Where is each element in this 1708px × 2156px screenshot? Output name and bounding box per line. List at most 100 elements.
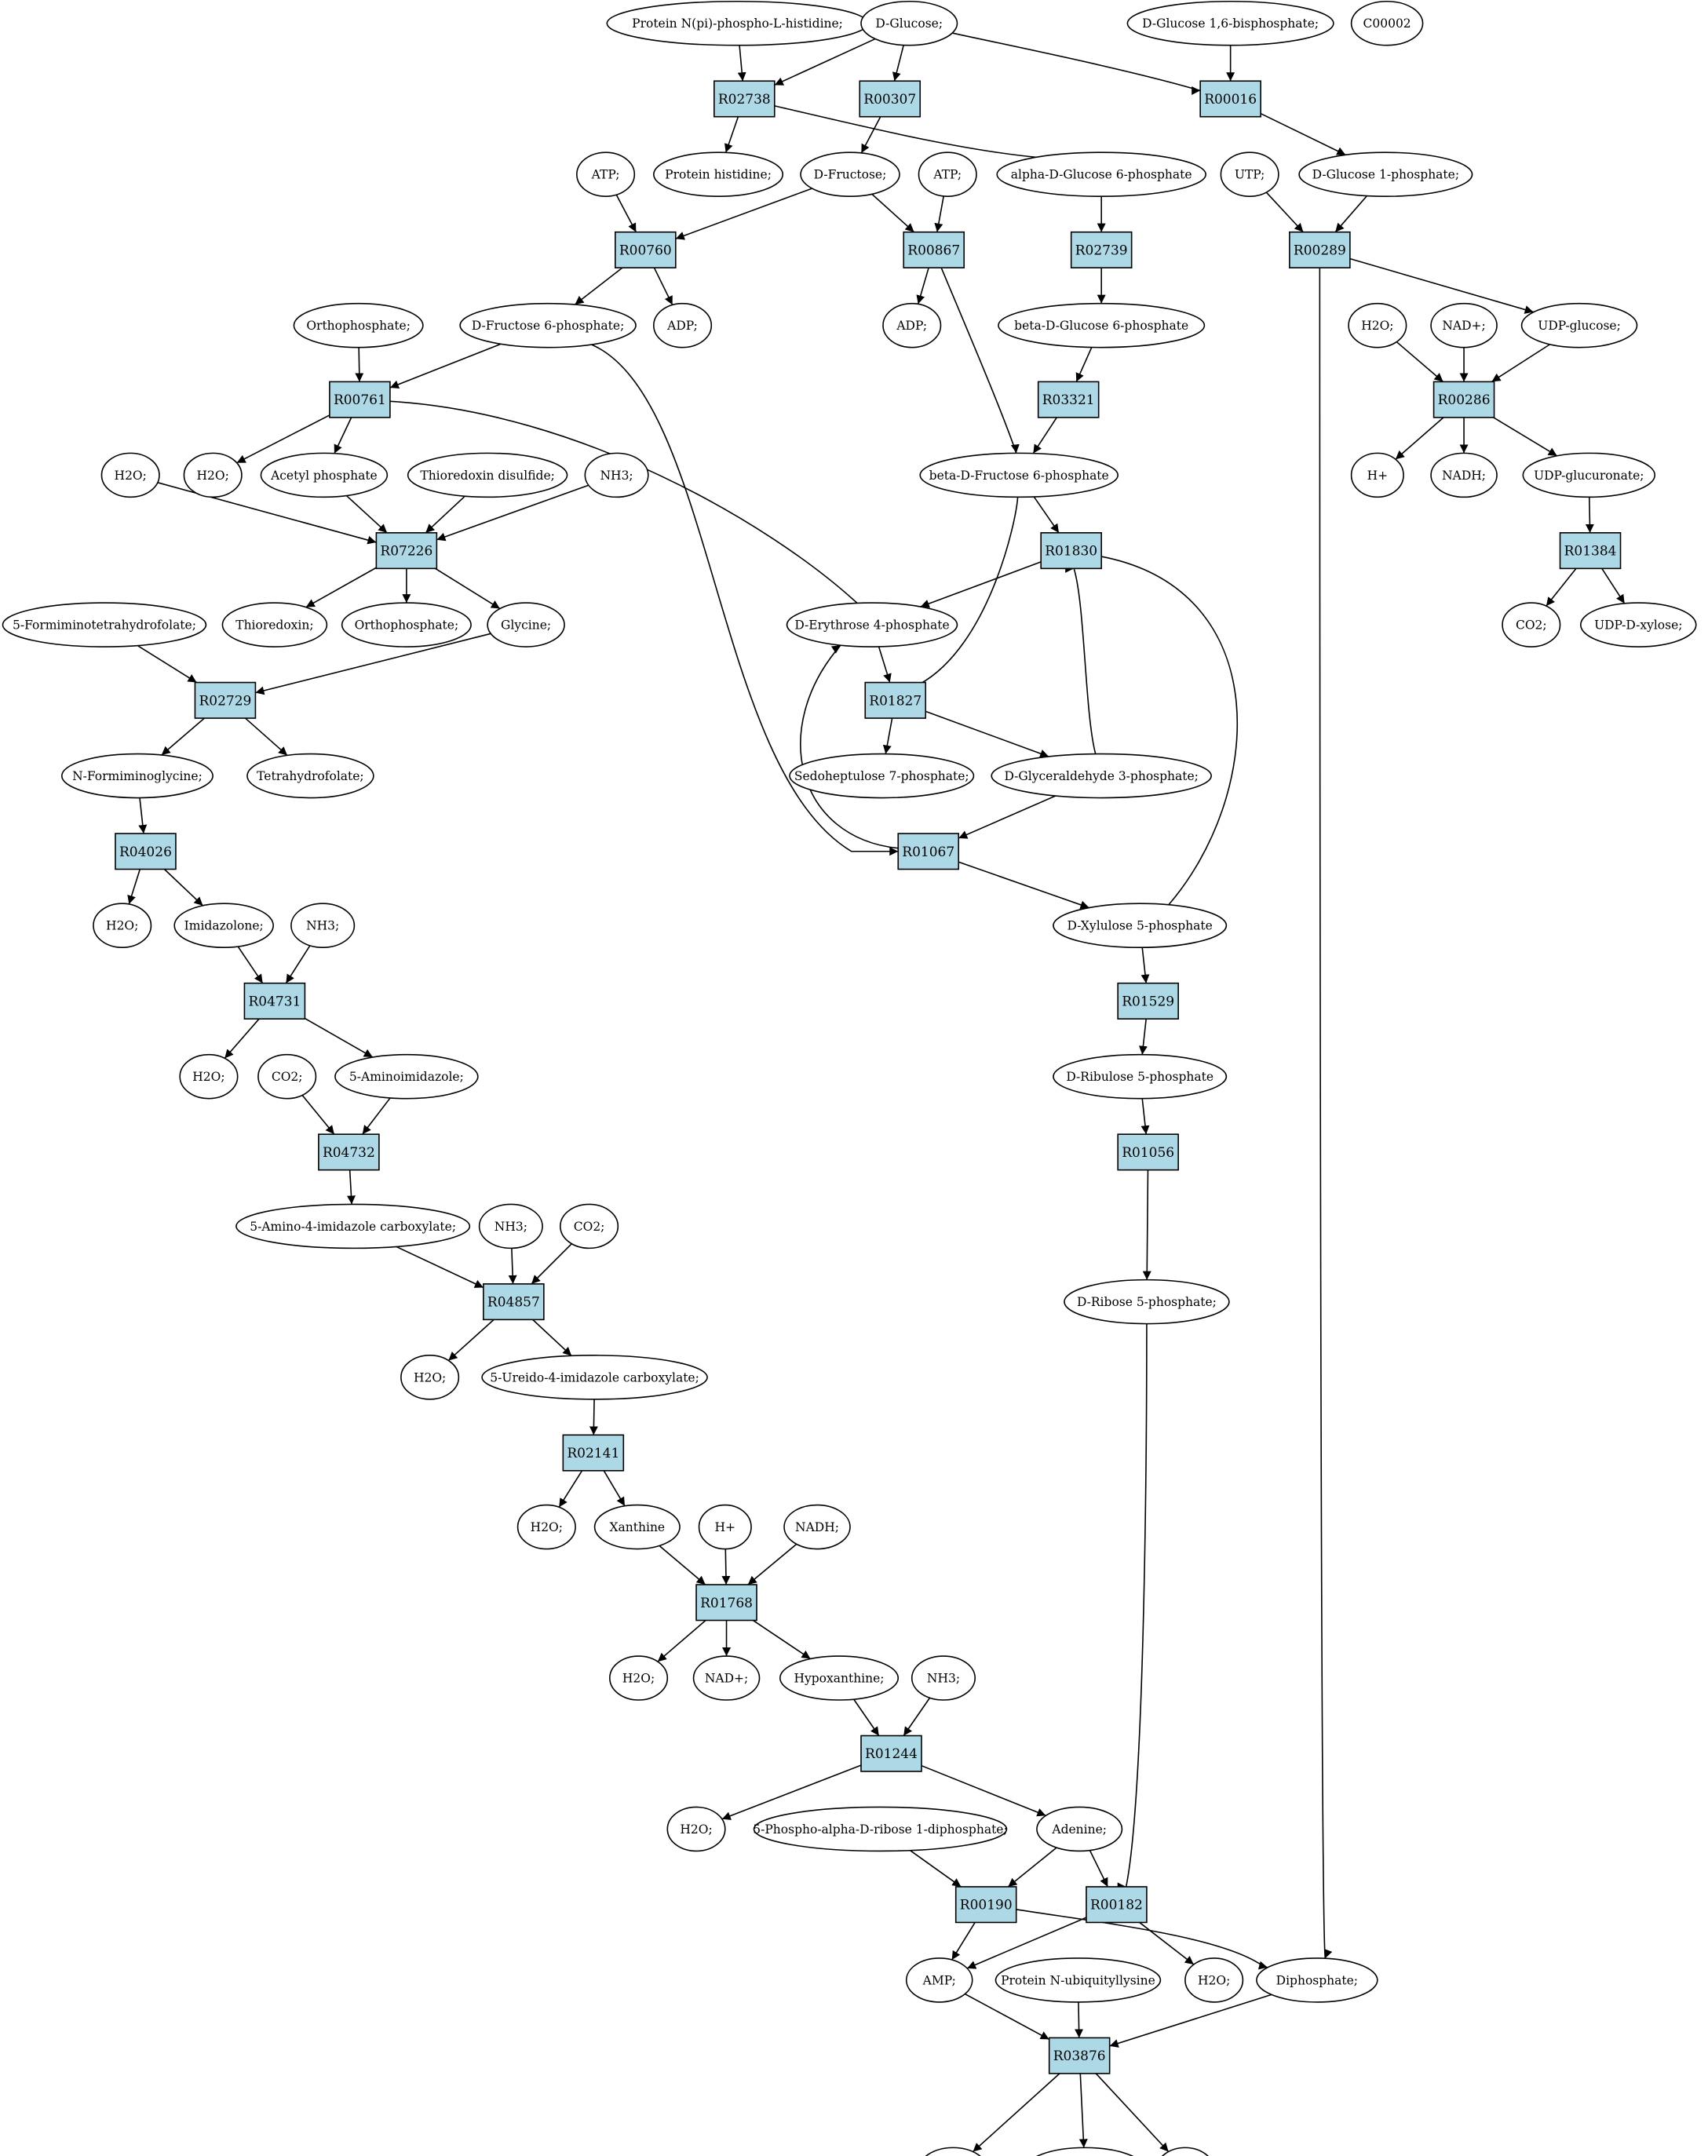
compound-ellipse [692,1655,761,1701]
compound-node[interactable]: NAD+; [1430,302,1498,348]
compound-node[interactable]: Sedoheptulose 7-phosphate; [789,753,975,799]
reaction-node[interactable]: R00016 [1199,80,1261,118]
reaction-node[interactable]: R02738 [713,80,776,118]
compound-node[interactable]: 5-Aminoimidazole; [334,1053,479,1100]
compound-node[interactable]: D-Fructose 6-phosphate; [459,302,637,348]
reaction-node[interactable]: R00761 [329,381,391,418]
compound-node[interactable]: 5-Formiminotetrahydrofolate; [2,602,207,648]
reaction-node[interactable]: R04732 [318,1133,380,1171]
compound-node[interactable]: NADH; [1430,452,1498,498]
compound-node[interactable]: Glycine; [487,602,565,648]
compound-node[interactable]: NADH; [783,1504,851,1550]
compound-node[interactable]: CO2; [560,1203,619,1249]
compound-node[interactable]: NH3; [584,452,649,498]
compound-node[interactable]: D-Glucose 1,6-bisphosphate; [1126,0,1334,46]
compound-node[interactable]: H2O; [100,452,160,498]
compound-node[interactable]: H2O; [183,452,243,498]
compound-node[interactable]: ATP; [1156,2147,1213,2156]
compound-node[interactable]: beta-D-Glucose 6-phosphate [998,302,1206,348]
reaction-node[interactable]: R04026 [115,833,177,870]
compound-node[interactable]: NH3; [911,1655,976,1701]
compound-node[interactable]: D-Xylulose 5-phosphate [1053,903,1228,949]
compound-node[interactable]: ADP; [653,302,713,348]
reaction-node[interactable]: R02739 [1070,231,1133,268]
reaction-node[interactable]: R00289 [1289,231,1351,268]
compound-node[interactable]: Protein histidine; [653,151,784,197]
compound-node[interactable]: C00002 [1350,0,1424,46]
compound-node[interactable]: H2O; [93,903,152,949]
compound-node[interactable]: Hypoxanthine; [779,1655,900,1701]
compound-node[interactable]: D-Fructose; [800,151,900,197]
compound-node[interactable]: Diphosphate; [1256,1957,1378,2003]
compound-node[interactable]: H2O; [1348,302,1407,348]
compound-node[interactable]: ADP; [882,302,942,348]
reaction-node[interactable]: R01529 [1117,982,1179,1020]
reaction-node[interactable]: R00867 [903,231,965,268]
reaction-node[interactable]: R04731 [243,982,306,1020]
compound-node[interactable]: Acetyl phosphate [260,452,389,498]
reaction-node[interactable]: R00190 [954,1886,1017,1924]
reaction-node[interactable]: R02729 [194,681,257,719]
compound-node[interactable]: 5-Phospho-alpha-D-ribose 1-diphosphate; [753,1806,1008,1852]
compound-node[interactable]: Xanthine [593,1504,681,1550]
compound-node[interactable]: H2O; [400,1355,460,1400]
reaction-node[interactable]: R00760 [615,231,677,268]
reaction-node[interactable]: R04857 [483,1283,545,1321]
compound-node[interactable]: ATP; [918,151,977,197]
reaction-node[interactable]: R00182 [1086,1886,1148,1924]
compound-node[interactable]: UDP-glucose; [1520,302,1638,348]
reaction-node[interactable]: R01244 [860,1735,922,1772]
compound-node[interactable]: 5-Ureido-4-imidazole carboxylate; [481,1355,708,1400]
compound-node[interactable]: Protein N-ubiquityllysine [995,1957,1162,2003]
compound-node[interactable]: NAD+; [692,1655,761,1701]
reaction-node[interactable]: R03321 [1037,381,1100,418]
compound-node[interactable]: ATP; [576,151,636,197]
compound-node[interactable]: H2O; [1184,1957,1244,2003]
reaction-node[interactable]: R00307 [859,80,922,118]
compound-node[interactable]: Orthophosphate; [341,602,472,648]
compound-node[interactable]: Tetrahydrofolate; [246,753,374,799]
reaction-node[interactable]: R01056 [1117,1133,1179,1171]
compound-node[interactable]: Imidazolone; [173,903,274,949]
compound-node[interactable]: Protein N(pi)-phospho-L-histidine; [606,0,869,46]
reaction-node[interactable]: R03876 [1048,2037,1111,2074]
compound-node[interactable]: NH3; [290,903,356,949]
compound-node[interactable]: D-Glucose; [860,0,958,46]
reaction-node[interactable]: R01384 [1559,532,1622,570]
reaction-node[interactable]: R01768 [695,1584,757,1622]
reaction-node[interactable]: R01827 [864,681,927,719]
compound-node[interactable]: D-Glucose 1-phosphate; [1298,151,1473,197]
compound-node[interactable]: H2O; [516,1504,576,1550]
compound-node[interactable]: H+ [698,1504,752,1550]
compound-node[interactable]: Thioredoxin; [221,602,328,648]
compound-node[interactable]: H2O; [609,1655,669,1701]
compound-node[interactable]: CO2; [1502,602,1561,648]
compound-node[interactable]: Thioredoxin disulfide; [407,452,568,498]
reaction-node[interactable]: R00286 [1432,381,1495,418]
compound-node[interactable]: 5-Amino-4-imidazole carboxylate; [235,1203,471,1249]
compound-node[interactable]: D-Ribose 5-phosphate; [1064,1279,1230,1325]
compound-node[interactable]: alpha-D-Glucose 6-phosphate [996,151,1206,197]
reaction-node[interactable]: R02141 [562,1434,625,1472]
compound-node[interactable]: UDP-D-xylose; [1579,602,1697,648]
compound-node[interactable]: beta-D-Fructose 6-phosphate [919,452,1119,498]
reaction-node[interactable]: R07226 [375,532,438,570]
compound-node[interactable]: UDP-glucuronate; [1522,452,1656,498]
compound-node[interactable]: D-Erythrose 4-phosphate [786,602,958,648]
compound-node[interactable]: UTP; [1220,151,1279,197]
compound-node[interactable]: Ubiquitin [918,2147,987,2156]
compound-node[interactable]: H+ [1350,452,1404,498]
compound-node[interactable]: CO2; [257,1053,317,1100]
compound-node[interactable]: N-Formiminoglycine; [60,753,214,799]
compound-node[interactable]: D-Ribulose 5-phosphate [1053,1053,1228,1100]
reaction-node[interactable]: R01067 [897,833,960,870]
reaction-node[interactable]: R01830 [1040,532,1102,570]
compound-node[interactable]: D-Glyceraldehyde 3-phosphate; [991,753,1212,799]
compound-node[interactable]: H2O; [666,1806,726,1852]
compound-node[interactable]: NH3; [478,1203,543,1249]
compound-node[interactable]: H2O; [179,1053,239,1100]
compound-node[interactable]: Protein lysine; [1024,2147,1145,2156]
compound-node[interactable]: AMP; [905,1957,973,2003]
compound-node[interactable]: Orthophosphate; [293,302,424,348]
compound-node[interactable]: Adenine; [1036,1806,1123,1852]
